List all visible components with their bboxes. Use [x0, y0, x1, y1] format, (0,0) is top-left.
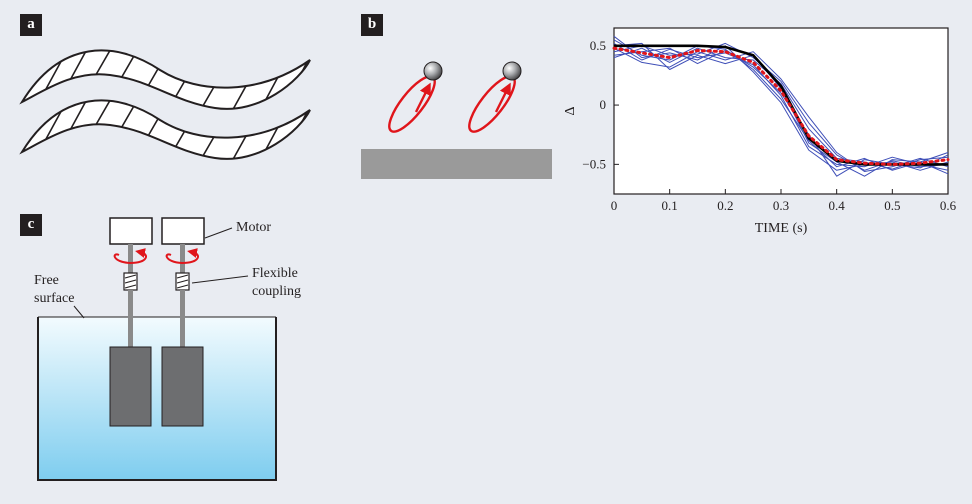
coupling-leader — [191, 275, 249, 284]
orbit-arrow-left — [414, 82, 431, 113]
water-volume — [38, 317, 276, 480]
rotation-arrow-left-icon — [113, 248, 147, 265]
delta-chart: 0 0.1 0.2 0.3 0.4 0.5 0.6 0.5 0 −0.5 TIME (s) Δ — [563, 27, 957, 236]
shaft-lower-left — [128, 290, 133, 347]
coupling-left-thread — [124, 274, 137, 289]
mean-trace-line — [612, 46, 950, 166]
wall-plate — [361, 149, 552, 179]
panel-label-a: a — [20, 14, 42, 36]
motor-label: Motor — [236, 220, 271, 235]
y-tick-label: 0.5 — [590, 38, 606, 53]
sphere-right — [502, 61, 522, 81]
y-tick-label: 0 — [600, 97, 607, 112]
panel-label-b: b — [361, 14, 383, 36]
panel-label-c: c — [20, 214, 42, 236]
particle-left — [388, 61, 443, 133]
tank-outline — [37, 317, 277, 481]
trial-trace-line — [613, 35, 949, 171]
chart-ticks: 0 0.1 0.2 0.3 0.4 0.5 0.6 0.5 0 −0.5 — [582, 38, 956, 213]
shaft-upper-left — [128, 244, 133, 274]
cylinder-left — [109, 346, 152, 427]
particle-right — [468, 61, 522, 133]
y-tick-label: −0.5 — [582, 156, 606, 171]
y-axis-label: Δ — [563, 106, 578, 115]
motor-right — [161, 217, 205, 245]
sphere-left — [423, 61, 443, 81]
ribbon-bottom — [19, 99, 311, 160]
rotation-arrow-right-icon — [165, 248, 199, 265]
chart-series — [612, 35, 950, 177]
x-tick-label: 0 — [611, 198, 618, 213]
x-tick-label: 0.1 — [662, 198, 678, 213]
motor-leader — [204, 227, 233, 239]
trial-trace-line — [613, 47, 949, 172]
x-tick-label: 0.4 — [829, 198, 846, 213]
cylinder-right — [161, 346, 204, 427]
x-tick-label: 0.2 — [717, 198, 733, 213]
ribbon-diagram — [19, 49, 311, 160]
surface-leader — [73, 305, 85, 319]
orbit-arrow-right — [494, 82, 511, 113]
trial-trace-line — [613, 47, 949, 170]
orbit-loop-right — [468, 75, 516, 133]
apparatus-diagram: Motor Flexible coupling Free surface — [34, 217, 301, 481]
shaft-lower-right — [180, 290, 185, 347]
motor-left — [109, 217, 153, 245]
cylinder-assembly-left — [109, 217, 153, 427]
orbit-loop-left — [388, 75, 436, 133]
orbit-diagram — [361, 61, 552, 179]
coupling-label-line1: Flexible — [252, 266, 298, 281]
coupling-label-line2: coupling — [252, 284, 301, 299]
surface-label-line1: Free — [34, 273, 59, 288]
x-tick-label: 0.6 — [940, 198, 957, 213]
x-tick-label: 0.3 — [773, 198, 789, 213]
x-tick-label: 0.5 — [884, 198, 900, 213]
trial-trace-line — [613, 42, 949, 171]
trial-trace-line — [613, 39, 949, 171]
shaft-upper-right — [180, 244, 185, 274]
coupling-right-thread — [176, 274, 189, 289]
trial-trace-line — [613, 42, 949, 171]
surface-label-line2: surface — [34, 291, 74, 306]
cylinder-assembly-right — [161, 217, 205, 427]
model-fit-line — [614, 44, 948, 166]
x-axis-label: TIME (s) — [755, 221, 808, 236]
